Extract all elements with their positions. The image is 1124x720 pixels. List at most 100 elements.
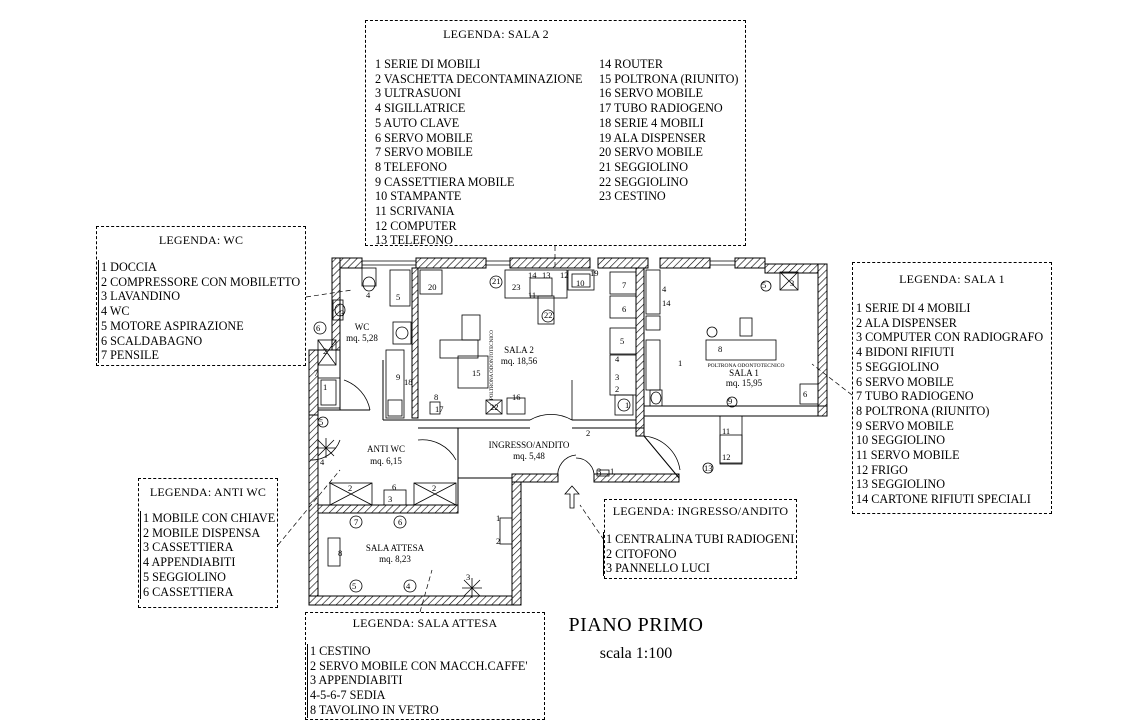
partitions	[309, 349, 680, 505]
room-sala1-area: mq. 15,95	[726, 378, 763, 388]
svg-text:5: 5	[620, 336, 624, 346]
legend-item: 6 SERVO MOBILE	[375, 130, 473, 145]
legend-item: 10 STAMPANTE	[375, 189, 462, 204]
legend-item: 11 SERVO MOBILE	[856, 448, 960, 463]
legend-item: 17 TUBO RADIOGENO	[599, 101, 723, 116]
room-attesa-name: SALA ATTESA	[366, 543, 425, 553]
svg-text:6: 6	[803, 389, 807, 399]
legend-item: 13 TELEFONO	[375, 233, 453, 248]
svg-text:17: 17	[435, 404, 444, 414]
svg-text:3: 3	[615, 372, 619, 382]
legend-item: 2 COMPRESSORE CON MOBILETTO	[98, 274, 300, 290]
legend-item: 22 SEGGIOLINO	[599, 174, 689, 189]
svg-text:2: 2	[586, 428, 590, 438]
legend-item: 2 MOBILE DISPENSA	[140, 525, 275, 541]
svg-text:3: 3	[388, 494, 392, 504]
svg-text:22: 22	[544, 310, 553, 320]
svg-text:3: 3	[340, 308, 344, 318]
legend-item: 6 CASSETTIERA	[140, 584, 275, 600]
svg-text:5: 5	[396, 292, 400, 302]
svg-text:7: 7	[314, 368, 318, 378]
svg-text:4: 4	[366, 290, 371, 300]
room-sala2-name: SALA 2	[504, 345, 534, 355]
legend-item: 15 POLTRONA (RIUNITO)	[599, 71, 739, 86]
svg-text:6: 6	[398, 517, 402, 527]
svg-text:3: 3	[790, 278, 794, 288]
svg-text:2: 2	[432, 483, 436, 493]
svg-text:1: 1	[496, 513, 500, 523]
svg-text:23: 23	[512, 282, 521, 292]
legend-item: 5 SEGGIOLINO	[140, 569, 275, 585]
legend-item: 3 ULTRASUONI	[375, 86, 461, 101]
legend-item: 23 CESTINO	[599, 189, 666, 204]
entry-arrow-icon	[564, 485, 580, 509]
legend-item: 5 MOTORE ASPIRAZIONE	[98, 318, 300, 334]
svg-text:8: 8	[338, 548, 342, 558]
svg-text:20: 20	[428, 282, 437, 292]
svg-text:7: 7	[354, 517, 358, 527]
svg-text:12: 12	[722, 452, 731, 462]
svg-text:2: 2	[348, 483, 352, 493]
legend-item: 4 BIDONI RIFIUTI	[856, 345, 955, 360]
legend-item: 19 ALA DISPENSER	[599, 130, 706, 145]
room-sala1-name: SALA 1	[729, 368, 759, 378]
legend-title: LEGENDA: ANTI WC	[149, 485, 267, 499]
room-antiwc-name: ANTI WC	[367, 444, 405, 454]
legend-title: LEGENDA: WC	[158, 233, 244, 247]
legend-item: 18 SERIE 4 MOBILI	[599, 115, 704, 130]
legend-item: 3 APPENDIABITI	[307, 673, 528, 689]
room-sala2-area: mq. 18,56	[501, 356, 538, 366]
legend-item: 9 SERVO MOBILE	[856, 418, 954, 433]
legend-item: 6 SERVO MOBILE	[856, 374, 954, 389]
legend-item: 1 CENTRALINA TUBI RADIOGENI	[603, 532, 794, 547]
svg-text:3: 3	[597, 466, 601, 476]
svg-text:13: 13	[542, 270, 551, 280]
legend-item: 8 TELEFONO	[375, 159, 447, 174]
legend-item: 4 APPENDIABITI	[140, 555, 275, 570]
svg-text:3: 3	[466, 572, 470, 582]
svg-text:22: 22	[490, 402, 499, 412]
windows	[362, 260, 735, 266]
legend-item: 2 VASCHETTA DECONTAMINAZIONE	[375, 71, 583, 86]
svg-text:16: 16	[512, 392, 521, 402]
legend-item: 5 SEGGIOLINO	[856, 359, 939, 374]
legend-title: LEGENDA: INGRESSO/ANDITO	[612, 504, 789, 518]
legend-ingresso: LEGENDA: INGRESSO/ANDITO 1 CENTRALINA TU…	[603, 499, 797, 579]
svg-text:14: 14	[528, 270, 537, 280]
furniture	[313, 267, 819, 598]
svg-text:18: 18	[404, 377, 413, 387]
svg-text:12: 12	[560, 270, 569, 280]
room-labels: WC mq. 5,28 SALA 2 mq. 18,56 SALA 1 mq. …	[346, 322, 784, 564]
legend-item: 20 SERVO MOBILE	[599, 145, 703, 160]
legend-item: 5 AUTO CLAVE	[375, 115, 460, 130]
svg-text:11: 11	[528, 290, 536, 300]
room-ingresso-name: INGRESSO/ANDITO	[489, 440, 570, 450]
svg-text:6: 6	[392, 482, 396, 492]
legend-item: 4 WC	[98, 304, 300, 319]
svg-text:4: 4	[406, 581, 411, 591]
legend-item: 7 PENSILE	[98, 348, 300, 363]
svg-text:6: 6	[316, 323, 320, 333]
legend-item: 4-5-6-7 SEDIA	[307, 688, 528, 703]
svg-text:4: 4	[662, 284, 667, 294]
legend-item: 21 SEGGIOLINO	[599, 159, 689, 174]
legend-item: 3 PANNELLO LUCI	[603, 561, 794, 577]
legend-item: 11 SCRIVANIA	[375, 204, 455, 219]
svg-text:9: 9	[728, 396, 732, 406]
legend-item: 14 CARTONE RIFIUTI SPECIALI	[856, 492, 1031, 507]
svg-text:2: 2	[323, 346, 327, 356]
legend-item: 1 CESTINO	[307, 644, 528, 659]
legend-title: LEGENDA: SALA ATTESA	[352, 616, 498, 630]
svg-text:2: 2	[496, 536, 500, 546]
legend-item: 7 TUBO RADIOGENO	[856, 389, 974, 404]
room-wc-area: mq. 5,28	[346, 333, 378, 343]
legend-item: 2 SERVO MOBILE CON MACCH.CAFFE'	[307, 658, 528, 674]
legend-item: 6 SCALDABAGNO	[98, 333, 300, 349]
